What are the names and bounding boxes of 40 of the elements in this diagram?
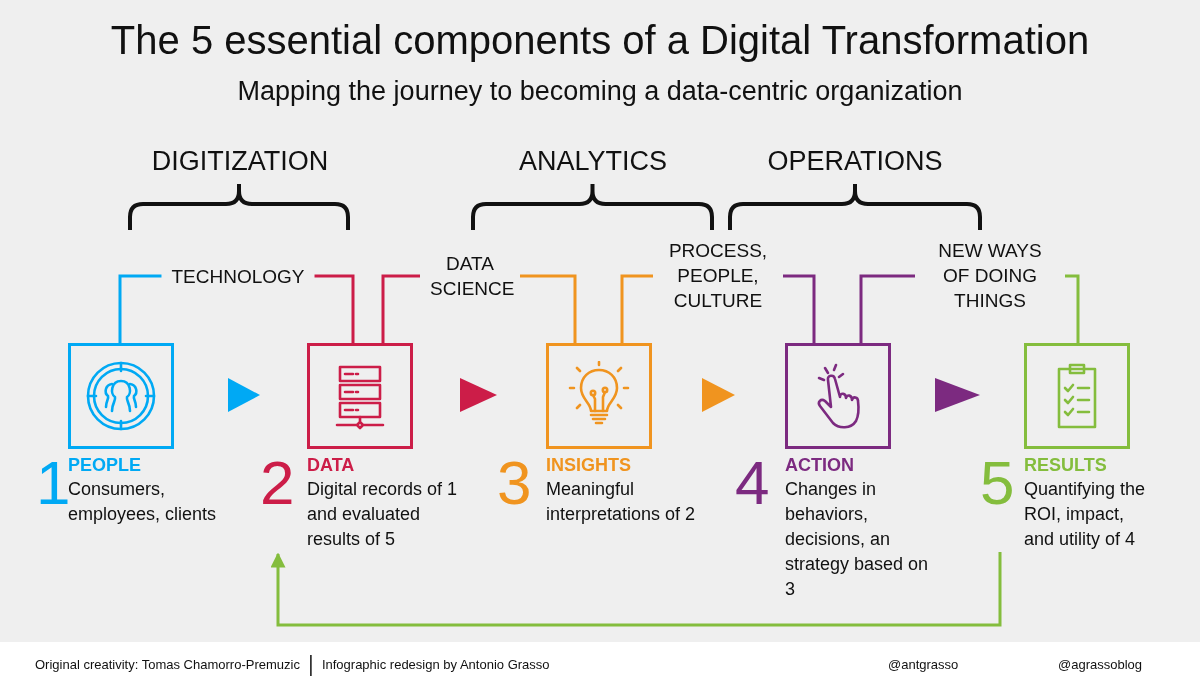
step-title: INSIGHTS bbox=[546, 454, 632, 477]
credit-text: Original creativity: Tomas Chamorro-Premuzic bbox=[35, 657, 300, 672]
feedback-arrow bbox=[270, 552, 1002, 627]
category-label: TECHNOLOGY bbox=[161, 264, 315, 289]
chevron-arrow bbox=[702, 378, 735, 412]
connector-line bbox=[381, 274, 420, 343]
connector-line bbox=[620, 274, 653, 343]
category-label: PROCESS, PEOPLE, CULTURE bbox=[653, 238, 783, 313]
step-description: Quantifying the ROI, impact, and utility of 4 bbox=[1024, 478, 1147, 551]
step-description: Meaningful interpretations of 2 bbox=[546, 478, 697, 526]
step-number: 3 bbox=[497, 452, 532, 514]
category-label: NEW WAYS OF DOING THINGS bbox=[915, 238, 1065, 313]
step-description: Changes in behaviors, decisions, an strategy based on 3 bbox=[785, 478, 930, 601]
credit-text: Infographic redesign by Antonio Grasso bbox=[321, 657, 550, 672]
step-title: DATA bbox=[307, 454, 356, 477]
subtitle: Mapping the journey to becoming a data-centric organization bbox=[236, 76, 964, 107]
connector-line bbox=[783, 274, 816, 343]
step-title: ACTION bbox=[785, 454, 855, 477]
connector-line bbox=[859, 274, 915, 343]
section-heading: ANALYTICS bbox=[517, 146, 668, 177]
connector-line bbox=[1065, 274, 1080, 343]
step-title: PEOPLE bbox=[68, 454, 143, 477]
title: The 5 essential components of a Digital Transformation bbox=[109, 18, 1091, 63]
connector-line bbox=[520, 274, 577, 343]
step-description: Digital records of 1 and evaluated results of 5 bbox=[307, 478, 459, 551]
social-handle: @antgrasso bbox=[888, 657, 959, 672]
section-heading: OPERATIONS bbox=[766, 146, 944, 177]
category-label: DATA SCIENCE bbox=[420, 251, 520, 301]
chevron-arrow bbox=[935, 378, 980, 412]
chevron-arrow bbox=[460, 378, 497, 412]
connector-line bbox=[118, 274, 162, 343]
connector-line bbox=[314, 274, 355, 343]
step-title: RESULTS bbox=[1024, 454, 1108, 477]
section-heading: DIGITIZATION bbox=[150, 146, 330, 177]
step-number: 4 bbox=[735, 452, 770, 514]
social-handle: @agrassoblog bbox=[1058, 657, 1143, 672]
chevron-arrow bbox=[228, 378, 260, 412]
step-number: 2 bbox=[260, 452, 295, 514]
step-description: Consumers, employees, clients bbox=[68, 478, 218, 526]
step-number: 5 bbox=[980, 452, 1015, 514]
